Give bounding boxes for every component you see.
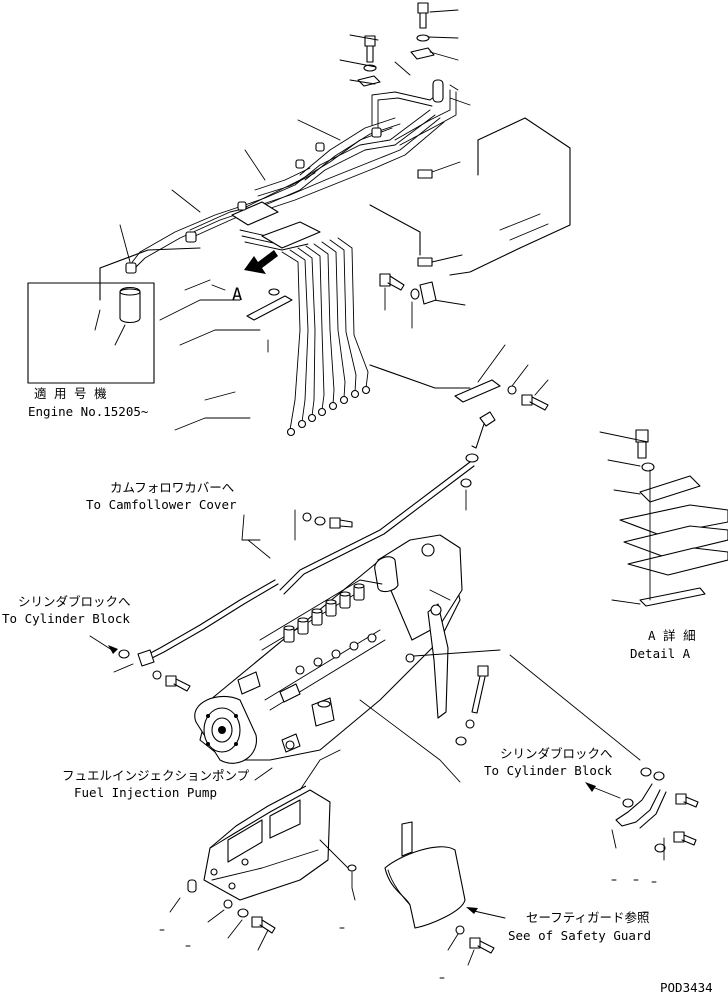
cylinder-left-label-en: To Cylinder Block xyxy=(2,611,130,626)
camfollower-bolt xyxy=(294,509,353,541)
engine-number-inset: 適 用 号 機 Engine No.15205~ xyxy=(27,282,155,419)
engine-block-outline xyxy=(99,117,571,431)
camfollower-label: カムフォロワカバーへ To Camfollower Cover xyxy=(86,480,271,559)
pipe-nuts xyxy=(125,79,444,274)
cylinder-block-pipe-right xyxy=(509,654,699,861)
drawing-number: POD3434 xyxy=(660,980,713,995)
top-leaders xyxy=(119,9,471,306)
guard-label-en: See of Safety Guard xyxy=(508,928,651,943)
guard-label-jp: セーフティガード参照 xyxy=(526,910,650,925)
camfollower-label-jp: カムフォロワカバーへ xyxy=(110,480,234,495)
pump-label-en: Fuel Injection Pump xyxy=(74,785,217,800)
camfollower-label-en: To Camfollower Cover xyxy=(86,497,237,512)
detail-label-en: Detail A xyxy=(630,646,691,661)
fuel-injection-pump-label: フュエルインジェクションポンプ Fuel Injection Pump xyxy=(62,767,273,800)
top-bolt-2 xyxy=(410,2,435,60)
injection-pipe-bundle xyxy=(129,89,457,437)
cylinder-right-label-jp: シリンダブロックへ xyxy=(500,746,613,761)
safety-guard-label: セーフティガード参照 See of Safety Guard xyxy=(466,907,651,943)
engine-label-jp: 適 用 号 機 xyxy=(34,386,107,401)
camfollower-pipe xyxy=(279,411,496,595)
view-a-label: A xyxy=(232,285,242,305)
fuel-injection-pump xyxy=(194,534,501,764)
safety-guard xyxy=(384,821,495,966)
cylinder-block-left-label: シリンダブロックへ To Cylinder Block xyxy=(2,594,131,654)
detail-label-jp: A 詳 細 xyxy=(648,628,696,643)
cylinder-block-pipe-left xyxy=(113,579,279,692)
view-a-marker: A xyxy=(211,250,293,321)
pump-side-details xyxy=(237,633,377,753)
detail-a: A 詳 細 Detail A xyxy=(599,429,728,661)
bracket-mid-right xyxy=(454,344,549,411)
pump-long-bolt xyxy=(359,665,489,783)
bracket-hardware xyxy=(169,864,357,951)
cylinder-right-label-en: To Cylinder Block xyxy=(484,763,612,778)
pump-label-jp: フュエルインジェクションポンプ xyxy=(62,768,250,783)
cylinder-block-right-label: シリンダブロックへ To Cylinder Block xyxy=(484,746,621,799)
delivery-valves xyxy=(283,583,365,643)
cylinder-left-label-jp: シリンダブロックへ xyxy=(18,594,131,609)
engine-number-label: Engine No.15205~ xyxy=(28,404,148,419)
leader-ticks xyxy=(159,879,657,979)
pump-bracket xyxy=(203,749,351,901)
side-bolt xyxy=(379,273,437,329)
top-bolt-1 xyxy=(357,35,381,87)
